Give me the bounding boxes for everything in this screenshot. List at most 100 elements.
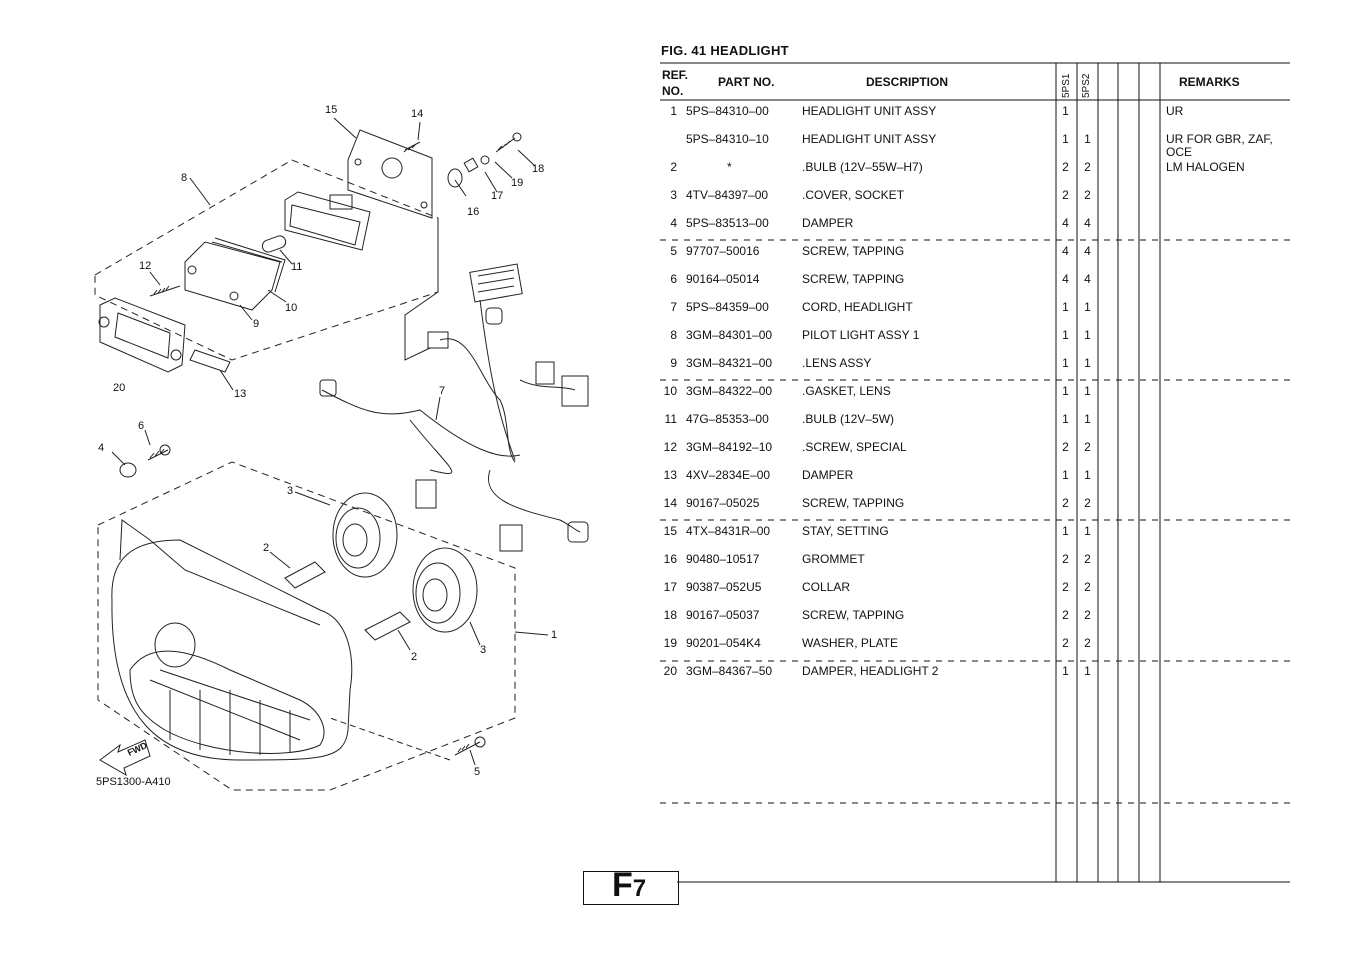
part-no-cell: 90167–05025 bbox=[686, 496, 760, 510]
remarks-cell: UR bbox=[1166, 104, 1184, 118]
ref-no-cell: 17 bbox=[663, 580, 677, 594]
qty-5ps1-cell: 2 bbox=[1062, 440, 1069, 454]
part-no-cell: 90164–05014 bbox=[686, 272, 760, 286]
qty-5ps2-cell: 4 bbox=[1084, 244, 1091, 258]
description-cell: DAMPER bbox=[802, 216, 854, 230]
qty-5ps2-cell: 2 bbox=[1084, 608, 1091, 622]
part-no-cell: 5PS–83513–00 bbox=[686, 216, 769, 230]
qty-5ps2-cell: 2 bbox=[1084, 160, 1091, 174]
assy-1-outline bbox=[97, 461, 516, 791]
qty-5ps1-cell: 4 bbox=[1062, 272, 1069, 286]
description-cell: SCREW, TAPPING bbox=[802, 244, 905, 258]
part-no-cell: 47G–85353–00 bbox=[686, 412, 769, 426]
callout-11: 11 bbox=[291, 261, 303, 273]
qty-5ps1-cell: 1 bbox=[1062, 356, 1069, 370]
ref-no-cell: 20 bbox=[663, 664, 677, 678]
remarks-cell-line2: OCE bbox=[1166, 145, 1193, 159]
header-ref: REF. bbox=[662, 68, 689, 82]
ref-no-cell: 10 bbox=[663, 384, 677, 398]
ref-no-cell: 9 bbox=[670, 356, 677, 370]
ref-no-cell: 18 bbox=[663, 608, 677, 622]
qty-5ps1-cell: 1 bbox=[1062, 328, 1069, 342]
ref-no-cell: 6 bbox=[670, 272, 677, 286]
qty-5ps2-cell: 1 bbox=[1084, 524, 1091, 538]
qty-5ps2-cell: 1 bbox=[1084, 328, 1091, 342]
ref-no-cell: 3 bbox=[670, 188, 677, 202]
drawing-code: 5PS1300-A410 bbox=[96, 776, 171, 788]
callout-13: 13 bbox=[234, 388, 247, 400]
callout-3a: 3 bbox=[287, 485, 294, 497]
qty-5ps2-cell: 2 bbox=[1084, 552, 1091, 566]
qty-5ps2-cell: 1 bbox=[1084, 384, 1091, 398]
qty-5ps1-cell: 2 bbox=[1062, 552, 1069, 566]
header-model-5ps2: 5PS2 bbox=[1081, 73, 1092, 98]
callout-2b: 2 bbox=[411, 651, 418, 663]
callout-3b: 3 bbox=[480, 644, 487, 656]
qty-5ps1-cell: 4 bbox=[1062, 244, 1069, 258]
description-cell: .SCREW, SPECIAL bbox=[802, 440, 907, 454]
remarks-cell: LM HALOGEN bbox=[1166, 160, 1245, 174]
part-no-cell: 4XV–2834E–00 bbox=[686, 468, 771, 482]
qty-5ps1-cell: 2 bbox=[1062, 580, 1069, 594]
callout-6: 6 bbox=[138, 420, 145, 432]
description-cell: .GASKET, LENS bbox=[802, 384, 891, 398]
part-no-cell: 5PS–84359–00 bbox=[686, 300, 769, 314]
callout-17: 17 bbox=[491, 190, 504, 202]
qty-5ps2-cell: 1 bbox=[1084, 356, 1091, 370]
qty-5ps1-cell: 1 bbox=[1062, 132, 1069, 146]
description-cell: DAMPER bbox=[802, 468, 854, 482]
qty-5ps2-cell: 2 bbox=[1084, 440, 1091, 454]
ref-no-cell: 2 bbox=[670, 160, 677, 174]
description-cell: .BULB (12V–55W–H7) bbox=[802, 160, 923, 174]
part-no-cell: 90387–052U5 bbox=[686, 580, 762, 594]
description-cell: SCREW, TAPPING bbox=[802, 496, 905, 510]
description-cell: SCREW, TAPPING bbox=[802, 272, 905, 286]
description-cell: GROMMET bbox=[802, 552, 865, 566]
description-cell: SCREW, TAPPING bbox=[802, 608, 905, 622]
description-cell: .LENS ASSY bbox=[802, 356, 872, 370]
header-model-5ps1: 5PS1 bbox=[1061, 73, 1072, 98]
description-cell: STAY, SETTING bbox=[802, 524, 889, 538]
qty-5ps2-cell: 4 bbox=[1084, 216, 1091, 230]
description-cell: DAMPER, HEADLIGHT 2 bbox=[802, 664, 939, 678]
part-no-cell: 3GM–84301–00 bbox=[686, 328, 773, 342]
ref-no-cell: 1 bbox=[670, 104, 677, 118]
callout-4: 4 bbox=[98, 442, 105, 454]
ref-no-cell: 16 bbox=[663, 552, 677, 566]
description-cell: .BULB (12V–5W) bbox=[802, 412, 895, 426]
figure-title: FIG. 41 HEADLIGHT bbox=[661, 43, 789, 58]
description-cell: HEADLIGHT UNIT ASSY bbox=[802, 104, 937, 118]
header-no: NO. bbox=[662, 84, 684, 98]
remarks-cell: UR FOR GBR, ZAF, bbox=[1166, 132, 1273, 146]
qty-5ps1-cell: 2 bbox=[1062, 160, 1069, 174]
callout-7: 7 bbox=[439, 385, 446, 397]
description-cell: COLLAR bbox=[802, 580, 851, 594]
callout-19: 19 bbox=[511, 177, 524, 189]
qty-5ps2-cell: 1 bbox=[1084, 664, 1091, 678]
callout-18: 18 bbox=[532, 163, 545, 175]
description-cell: WASHER, PLATE bbox=[802, 636, 899, 650]
page-number-box bbox=[583, 871, 679, 905]
ref-no-cell: 12 bbox=[663, 440, 677, 454]
description-cell: PILOT LIGHT ASSY 1 bbox=[802, 328, 920, 342]
ref-no-cell: 15 bbox=[663, 524, 677, 538]
qty-5ps1-cell: 1 bbox=[1062, 524, 1069, 538]
part-no-cell: 3GM–84192–10 bbox=[686, 440, 773, 454]
page-number: F7 bbox=[612, 866, 647, 904]
callout-8: 8 bbox=[181, 172, 188, 184]
qty-5ps1-cell: 1 bbox=[1062, 412, 1069, 426]
qty-5ps2-cell: 2 bbox=[1084, 188, 1091, 202]
part-no-cell: 3GM–84367–50 bbox=[686, 664, 773, 678]
qty-5ps1-cell: 2 bbox=[1062, 608, 1069, 622]
callout-2a: 2 bbox=[263, 542, 270, 554]
qty-5ps1-cell: 1 bbox=[1062, 468, 1069, 482]
ref-no-cell: 4 bbox=[670, 216, 677, 230]
exploded-diagram bbox=[94, 117, 589, 791]
part-no-cell: 90167–05037 bbox=[686, 608, 760, 622]
part-no-cell: 5PS–84310–00 bbox=[686, 104, 769, 118]
ref-no-cell: 8 bbox=[670, 328, 677, 342]
ref-no-cell: 13 bbox=[663, 468, 677, 482]
part-no-cell: 90201–054K4 bbox=[686, 636, 761, 650]
ref-no-cell: 11 bbox=[664, 412, 677, 426]
